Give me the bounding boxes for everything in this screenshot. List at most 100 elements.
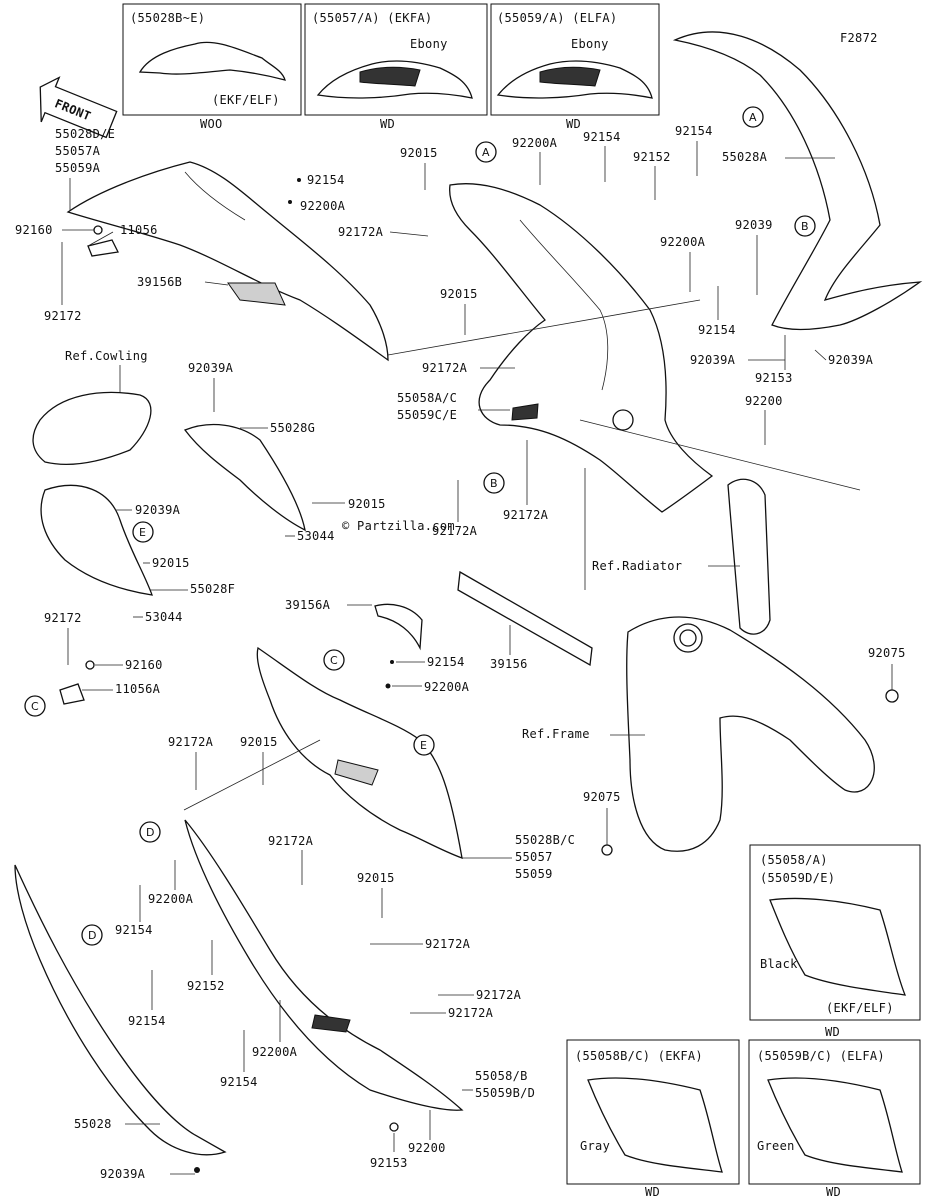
label-92172a-a: 92172A <box>338 225 384 239</box>
label-55028a: 55028A <box>722 150 768 164</box>
label-55059: 55059 <box>515 867 553 881</box>
label-92039a-a: 92039A <box>690 353 736 367</box>
label-92200: 92200 <box>745 394 783 408</box>
label-55057: 55057 <box>515 850 553 864</box>
inset-box-55028b-e: (55028B~E) (EKF/ELF) WOO <box>122 3 302 131</box>
label-55028f: 55028F <box>190 582 235 596</box>
label-55059b-d: 55059B/D <box>475 1086 535 1100</box>
label-92015-e: 92015 <box>240 735 278 749</box>
label-92200a-c: 92200A <box>660 235 706 249</box>
inset-color: Ebony <box>410 37 448 51</box>
label-92172a-b: 92172A <box>422 361 468 375</box>
svg-text:E: E <box>139 526 146 539</box>
label-92160-b: 92160 <box>125 658 163 672</box>
label-39156a: 39156A <box>285 598 331 612</box>
label-92152: 92152 <box>633 150 671 164</box>
inset-footer: WOO <box>200 117 223 131</box>
label-ref-frame: Ref.Frame <box>522 727 590 741</box>
frame-part <box>626 616 875 852</box>
callout-e-1: E <box>132 521 154 543</box>
label-92015-d: 92015 <box>152 556 190 570</box>
inset-box-55058b: (55058B/C) (EKFA) Gray WD <box>566 1039 740 1199</box>
inner-panel-part <box>672 31 923 331</box>
label-55028g: 55028G <box>270 421 315 435</box>
front-arrow: FRONT <box>39 76 118 139</box>
label-ref-cowling: Ref.Cowling <box>65 349 148 363</box>
label-92152-b: 92152 <box>187 979 225 993</box>
label-92172a-i: 92172A <box>448 1006 494 1020</box>
inset-footer: WD <box>825 1025 840 1039</box>
label-92200-b: 92200 <box>408 1141 446 1155</box>
label-55059c-e: 55059C/E <box>397 408 457 422</box>
inset-header: (55028B~E) <box>130 11 205 25</box>
label-ref-radiator: Ref.Radiator <box>592 559 682 573</box>
side-cowl-part <box>449 183 714 513</box>
inset-color: Black <box>760 957 798 971</box>
label-92039a-b: 92039A <box>828 353 874 367</box>
label-92200a-e: 92200A <box>148 892 194 906</box>
lower-fairing-part <box>184 819 464 1111</box>
duct-part <box>32 391 306 596</box>
label-92200a-d: 92200A <box>424 680 470 694</box>
inset-color: Ebony <box>571 37 609 51</box>
inset-footer: WD <box>645 1185 660 1199</box>
inset-footer: WD <box>380 117 395 131</box>
under-cowl-part <box>14 864 227 1156</box>
svg-text:C: C <box>31 700 39 713</box>
label-92015-f: 92015 <box>357 871 395 885</box>
label-55058-b: 55058/B <box>475 1069 528 1083</box>
svg-text:A: A <box>749 111 757 124</box>
callout-b-1: B <box>794 215 816 237</box>
svg-text:D: D <box>88 929 96 942</box>
label-92015-b: 92015 <box>440 287 478 301</box>
inset-header-1: (55058/A) <box>760 853 828 867</box>
label-55028b-c: 55028B/C <box>515 833 575 847</box>
label-92172a-d: 92172A <box>503 508 549 522</box>
label-92153: 92153 <box>755 371 793 385</box>
label-92172a-f: 92172A <box>268 834 314 848</box>
label-92200a-f: 92200A <box>252 1045 298 1059</box>
label-92039: 92039 <box>735 218 773 232</box>
label-92154-d: 92154 <box>698 323 736 337</box>
label-92154-c: 92154 <box>675 124 713 138</box>
inset-footer: WD <box>566 117 581 131</box>
svg-text:A: A <box>482 146 490 159</box>
label-39156b: 39156B <box>137 275 182 289</box>
lower-middle-fairing-part <box>256 646 463 859</box>
callout-c-2: C <box>24 695 46 717</box>
label-55028d-e: 55028D/E <box>55 127 115 141</box>
label-92075-a: 92075 <box>868 646 906 660</box>
label-55057a: 55057A <box>55 144 101 158</box>
svg-text:E: E <box>420 739 427 752</box>
inset-note: (EKF/ELF) <box>826 1001 894 1015</box>
inset-box-55057a: (55057/A) (EKFA) Ebony WD <box>304 3 488 131</box>
inset-box-55058a: (55058/A) (55059D/E) Black (EKF/ELF) WD <box>749 844 921 1039</box>
callout-b-2: B <box>483 472 505 494</box>
svg-text:D: D <box>146 826 154 839</box>
label-92172a-c: 92172A <box>432 524 478 538</box>
inset-color: Green <box>757 1139 795 1153</box>
callout-a-2: A <box>742 106 764 128</box>
svg-text:B: B <box>490 477 498 490</box>
label-55028: 55028 <box>74 1117 112 1131</box>
label-92154-f: 92154 <box>115 923 153 937</box>
callout-e-2: E <box>413 734 435 756</box>
label-92154-b: 92154 <box>583 130 621 144</box>
label-92172a-e: 92172A <box>168 735 214 749</box>
callout-d-1: D <box>139 821 161 843</box>
label-39156: 39156 <box>490 657 528 671</box>
inset-color: Gray <box>580 1139 610 1153</box>
inset-header: (55059/A) (ELFA) <box>497 11 617 25</box>
label-92172: 92172 <box>44 309 82 323</box>
inset-footer: WD <box>826 1185 841 1199</box>
label-92172a-g: 92172A <box>425 937 471 951</box>
label-92154-g: 92154 <box>128 1014 166 1028</box>
label-55058a-c: 55058A/C <box>397 391 457 405</box>
inset-box-55059a: (55059/A) (ELFA) Ebony WD <box>490 3 660 131</box>
callout-a-1: A <box>475 141 497 163</box>
label-92172a-h: 92172A <box>476 988 522 1002</box>
label-92153-b: 92153 <box>370 1156 408 1170</box>
label-92154: 92154 <box>307 173 345 187</box>
label-92200a-b: 92200A <box>512 136 558 150</box>
